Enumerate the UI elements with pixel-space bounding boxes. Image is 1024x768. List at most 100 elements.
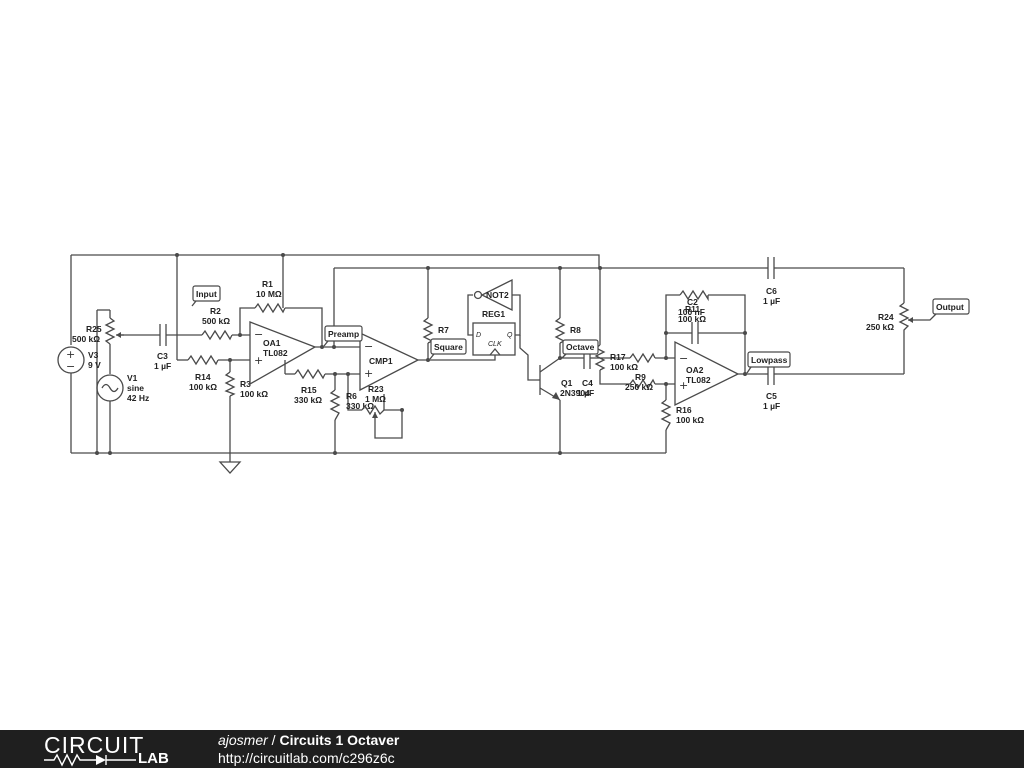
net-lowpass-text: Lowpass — [751, 355, 788, 365]
r16-ref: R16 — [676, 405, 692, 415]
r14-value: 100 kΩ — [189, 382, 217, 392]
c4-value: 1 µF — [577, 388, 594, 398]
c3-ref: C3 — [157, 351, 168, 361]
q1-value: 2N3904 — [560, 388, 590, 398]
resistor-r2: R2 500 kΩ — [201, 306, 233, 341]
svg-text:+: + — [679, 379, 688, 392]
r1-value: 10 MΩ — [256, 289, 282, 299]
resistor-r15: R15 330 kΩ — [294, 368, 326, 405]
r6-ref: R6 — [346, 391, 357, 401]
circuit-credit: ajosmer / Circuits 1 Octaver — [218, 732, 399, 748]
v3-ref: V3 — [88, 350, 99, 360]
r15-ref: R15 — [301, 385, 317, 395]
svg-text:−: − — [66, 360, 75, 373]
r1-ref: R1 — [262, 279, 273, 289]
transistor-q1: Q1 2N3904 — [538, 357, 590, 401]
net-octave-text: Octave — [566, 342, 595, 352]
r15-value: 330 kΩ — [294, 395, 322, 405]
r7-ref: R7 — [438, 325, 449, 335]
r24-value: 250 kΩ — [866, 322, 894, 332]
svg-text:−: − — [679, 352, 688, 365]
r6-value: 330 kΩ — [346, 401, 374, 411]
resistor-r6: R6 330 kΩ — [329, 389, 374, 421]
potentiometer-r23: R23 1 MΩ — [361, 384, 386, 420]
r9-ref: R9 — [635, 372, 646, 382]
resistor-r14: R14 100 kΩ — [187, 354, 219, 392]
ground-icon — [218, 461, 242, 474]
reg1-pin-d: D — [476, 332, 481, 339]
r17-value: 100 kΩ — [610, 362, 638, 372]
circuitlab-logo[interactable]: CIRCUIT LAB — [40, 732, 180, 768]
reg1-ref: REG1 — [482, 309, 505, 319]
author-link[interactable]: ajosmer — [218, 732, 268, 748]
resistor-r1: R1 10 MΩ — [254, 279, 286, 314]
resistor-r11: R11 100 kΩ — [678, 289, 709, 324]
c2-value: 100 nF — [678, 307, 705, 317]
oa1-ref: OA1 — [263, 338, 281, 348]
footer-bar: CIRCUIT LAB ajosmer / Circuits 1 Octaver… — [0, 730, 1024, 768]
q1-ref: Q1 — [561, 378, 573, 388]
net-label-preamp: Preamp — [323, 325, 363, 347]
resistor-r9: R9 250 kΩ — [625, 372, 656, 392]
net-label-output: Output — [914, 298, 970, 321]
v1-type: sine — [127, 383, 144, 393]
c5-value: 1 µF — [763, 401, 780, 411]
r8-ref: R8 — [570, 325, 581, 335]
net-preamp-text: Preamp — [328, 329, 359, 339]
net-label-octave: Octave — [561, 339, 599, 359]
circuit-url-link[interactable]: http://circuitlab.com/c296z6c — [218, 750, 395, 766]
r11-ref: R11 — [685, 304, 700, 314]
flipflop-reg1: REG1 D Q CLK — [472, 309, 516, 356]
net-output-text: Output — [936, 302, 964, 312]
r2-ref: R2 — [210, 306, 221, 316]
r3-value: 100 kΩ — [240, 389, 268, 399]
v1-value: 42 Hz — [127, 393, 149, 403]
v3-value: 9 V — [88, 360, 101, 370]
wires — [70, 254, 905, 462]
svg-text:+: + — [254, 354, 263, 367]
cmp1-ref: CMP1 — [369, 356, 393, 366]
svg-text:−: − — [254, 328, 263, 341]
c2-ref: C2 — [687, 297, 698, 307]
c4-ref: C4 — [582, 378, 593, 388]
voltage-source-v3: + − V3 9 V — [57, 346, 101, 374]
r23-value: 1 MΩ — [365, 394, 386, 404]
net-label-square: Square — [429, 338, 467, 360]
junction-dots — [95, 253, 747, 455]
credit-separator: / — [267, 732, 280, 748]
capacitor-c2: C2 100 nF — [678, 297, 705, 344]
logo-resistor-diode-icon — [44, 753, 136, 767]
r2-value: 500 kΩ — [202, 316, 230, 326]
oa1-value: TL082 — [263, 348, 288, 358]
c6-ref: C6 — [766, 286, 777, 296]
c6-value: 1 µF — [763, 296, 780, 306]
not2-ref: NOT2 — [486, 290, 509, 300]
r25-ref: R25 — [86, 324, 102, 334]
logo-text-top: CIRCUIT — [44, 732, 145, 758]
resistor-r3: R3 100 kΩ — [224, 371, 268, 399]
opamp-oa1: − + OA1 TL082 — [249, 321, 317, 386]
svg-text:+: + — [66, 348, 75, 361]
capacitor-c6: C6 1 µF — [763, 257, 780, 306]
net-label-input: Input — [191, 285, 221, 307]
net-input-text: Input — [196, 289, 217, 299]
svg-text:+: + — [364, 367, 373, 380]
c3-value: 1 µF — [154, 361, 171, 371]
r25-value: 500 kΩ — [72, 334, 100, 344]
c5-ref: C5 — [766, 391, 777, 401]
logo-text-bottom: LAB — [138, 750, 169, 767]
capacitor-c3: C3 1 µF — [154, 324, 171, 371]
reg1-pin-q: Q — [507, 332, 513, 339]
r24-ref: R24 — [878, 312, 894, 322]
oa2-value: TL082 — [686, 375, 711, 385]
capacitor-c4: C4 1 µF — [577, 347, 594, 398]
oa2-ref: OA2 — [686, 365, 704, 375]
resistor-r8: R8 — [554, 317, 581, 344]
reg1-pin-clk: CLK — [488, 341, 502, 348]
comparator-cmp1: − + CMP1 — [359, 331, 420, 392]
sine-source-v1: V1 sine 42 Hz — [96, 373, 149, 403]
circuit-schematic: R25 500 kΩ + − V3 9 V V1 sine 42 Hz C3 1… — [57, 253, 970, 474]
r23-ref: R23 — [368, 384, 384, 394]
r3-ref: R3 — [240, 379, 251, 389]
r14-ref: R14 — [195, 372, 211, 382]
